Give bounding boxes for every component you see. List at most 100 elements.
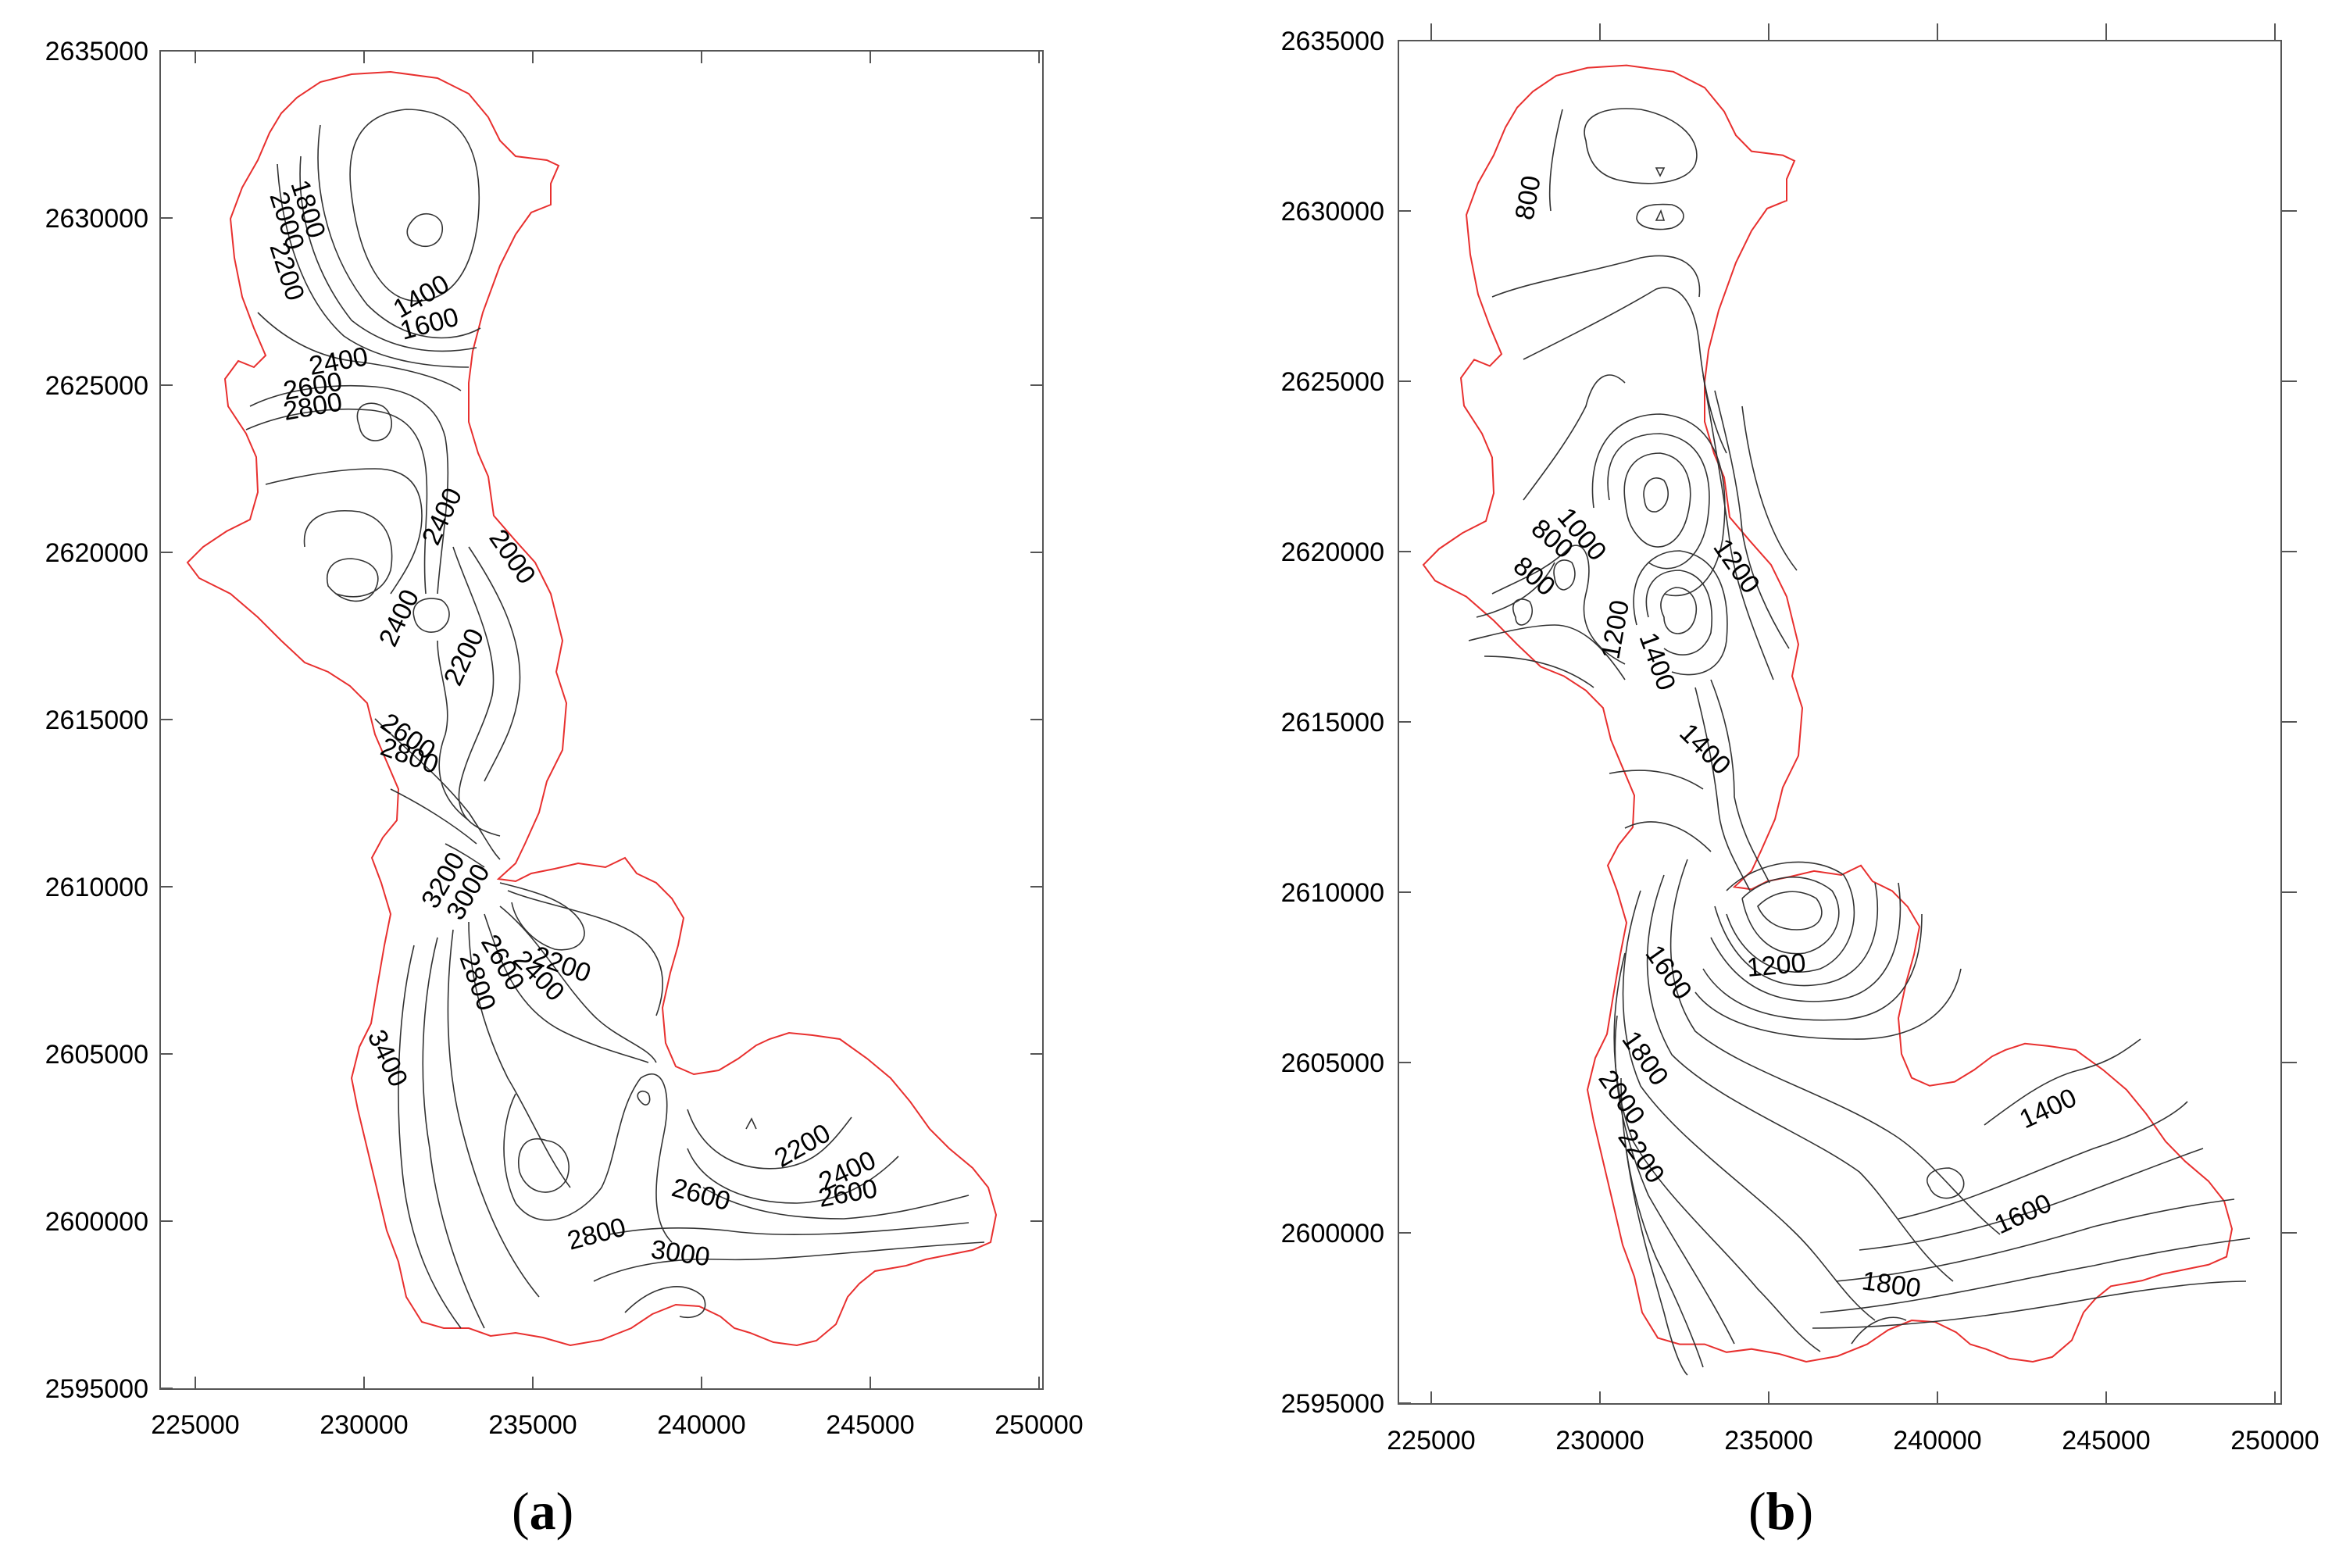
contour-line [1984, 1038, 2141, 1126]
contour-line [745, 1117, 757, 1130]
contour-label: 2600 [669, 1173, 734, 1216]
contour-line [437, 640, 470, 821]
y-tick-label: 2630000 [45, 204, 148, 234]
contour-label: 3400 [362, 1025, 413, 1091]
contour-label: 2400 [416, 484, 468, 550]
x-tick-label: 235000 [488, 1410, 577, 1440]
contour-label: 1200 [1595, 598, 1635, 661]
contour-line [1669, 859, 2001, 1235]
panel-a-y-axis: 2635000 2630000 2625000 2620000 2615000 … [45, 37, 1043, 1404]
contour-line [356, 402, 393, 441]
contour-line [1512, 598, 1533, 626]
contour-label: 1200 [1745, 948, 1807, 983]
contour-line [1491, 545, 1626, 665]
contour-line [1476, 562, 1555, 618]
contour-line [484, 913, 649, 1063]
x-tick-label: 240000 [1893, 1426, 1981, 1455]
contour-line [265, 468, 423, 595]
contour-line [1624, 1140, 1688, 1376]
contour-line [1623, 452, 1691, 548]
contour-line [609, 1222, 970, 1235]
contour-line [1819, 1238, 2251, 1313]
contour-line [1613, 952, 1821, 1352]
contour-line [1468, 624, 1626, 680]
panel-b-y-axis: 2635000 2630000 2625000 2620000 2615000 … [1281, 27, 2297, 1419]
x-tick-label: 250000 [2230, 1426, 2319, 1455]
contour-line [1636, 203, 1684, 230]
contour-line [1523, 374, 1626, 501]
contour-line [1491, 255, 1701, 298]
contour-line [1548, 109, 1563, 212]
contour-line [1645, 570, 1712, 655]
contour-line [1859, 1148, 2204, 1251]
contour-line [1898, 1101, 2188, 1220]
contour-line [447, 929, 540, 1298]
contour-line [1835, 1198, 2235, 1282]
x-tick-label: 225000 [151, 1410, 239, 1440]
contour-label: 2400 [373, 585, 425, 652]
contour-line [398, 945, 462, 1329]
contour-line [1646, 874, 1954, 1282]
contour-label: 2800 [564, 1212, 629, 1255]
contour-line [1620, 1077, 1704, 1368]
y-tick-label: 2605000 [1281, 1048, 1384, 1078]
contour-line [452, 546, 501, 837]
x-tick-label: 245000 [2062, 1426, 2150, 1455]
panel-b-x-axis: 225000 230000 235000 240000 245000 25000… [1387, 23, 2319, 1455]
x-tick-label: 230000 [1555, 1426, 1644, 1455]
contour-line [1591, 413, 1726, 597]
contour-line [1553, 559, 1576, 591]
contour-line [299, 155, 477, 352]
panel-b-contours [1468, 108, 2251, 1376]
contour-line [687, 1148, 899, 1204]
contour-label: 1400 [1673, 718, 1736, 780]
contour-label: 1200 [1707, 534, 1766, 599]
contour-line [249, 384, 449, 595]
y-tick-label: 2595000 [45, 1374, 148, 1404]
y-tick-label: 2620000 [1281, 538, 1384, 567]
contour-label: 2200 [1612, 1123, 1670, 1189]
y-tick-label: 2630000 [1281, 197, 1384, 227]
x-tick-label: 240000 [657, 1410, 745, 1440]
contour-line [1710, 679, 1770, 884]
contour-label: 3000 [649, 1234, 712, 1272]
y-tick-label: 2600000 [1281, 1219, 1384, 1248]
y-tick-label: 2615000 [45, 705, 148, 735]
panel-a-contour-labels: 1800 2000 2200 1400 1600 2400 2600 2800 … [263, 177, 880, 1273]
y-tick-label: 2615000 [1281, 708, 1384, 738]
contour-label: 1600 [1990, 1188, 2056, 1240]
y-tick-label: 2595000 [1281, 1389, 1384, 1419]
contour-line [1484, 655, 1594, 688]
contour-line [1741, 876, 1840, 955]
y-tick-label: 2605000 [45, 1040, 148, 1070]
contour-line [593, 1241, 985, 1282]
contour-line [1660, 587, 1697, 634]
contour-line [518, 1138, 570, 1193]
contour-line [422, 937, 485, 1329]
contour-line [349, 109, 480, 302]
contour-label: 1400 [1633, 629, 1681, 695]
contour-line [1643, 477, 1669, 513]
x-tick-label: 235000 [1724, 1426, 1812, 1455]
contour-line [1851, 1316, 1907, 1345]
contour-label: 800 [1509, 173, 1546, 222]
contour-line [1714, 882, 1879, 987]
contour-line [1702, 913, 1923, 1021]
contour-line [1757, 891, 1823, 930]
contour-line [277, 163, 470, 368]
y-tick-label: 2600000 [45, 1207, 148, 1237]
panel-a-contours [245, 109, 985, 1329]
contour-line [1607, 433, 1710, 570]
study-area-boundary [1422, 64, 2234, 1363]
contour-line [1655, 209, 1666, 221]
contour-line [1624, 821, 1712, 852]
panel-a-caption: (a) [512, 1481, 574, 1541]
contour-line [406, 213, 443, 247]
contour-line [1741, 405, 1798, 571]
y-tick-label: 2625000 [45, 371, 148, 401]
x-tick-label: 230000 [320, 1410, 408, 1440]
contour-line [1726, 861, 1855, 973]
contour-line [245, 408, 428, 595]
contour-line [374, 718, 501, 860]
contour-line [624, 1286, 706, 1318]
